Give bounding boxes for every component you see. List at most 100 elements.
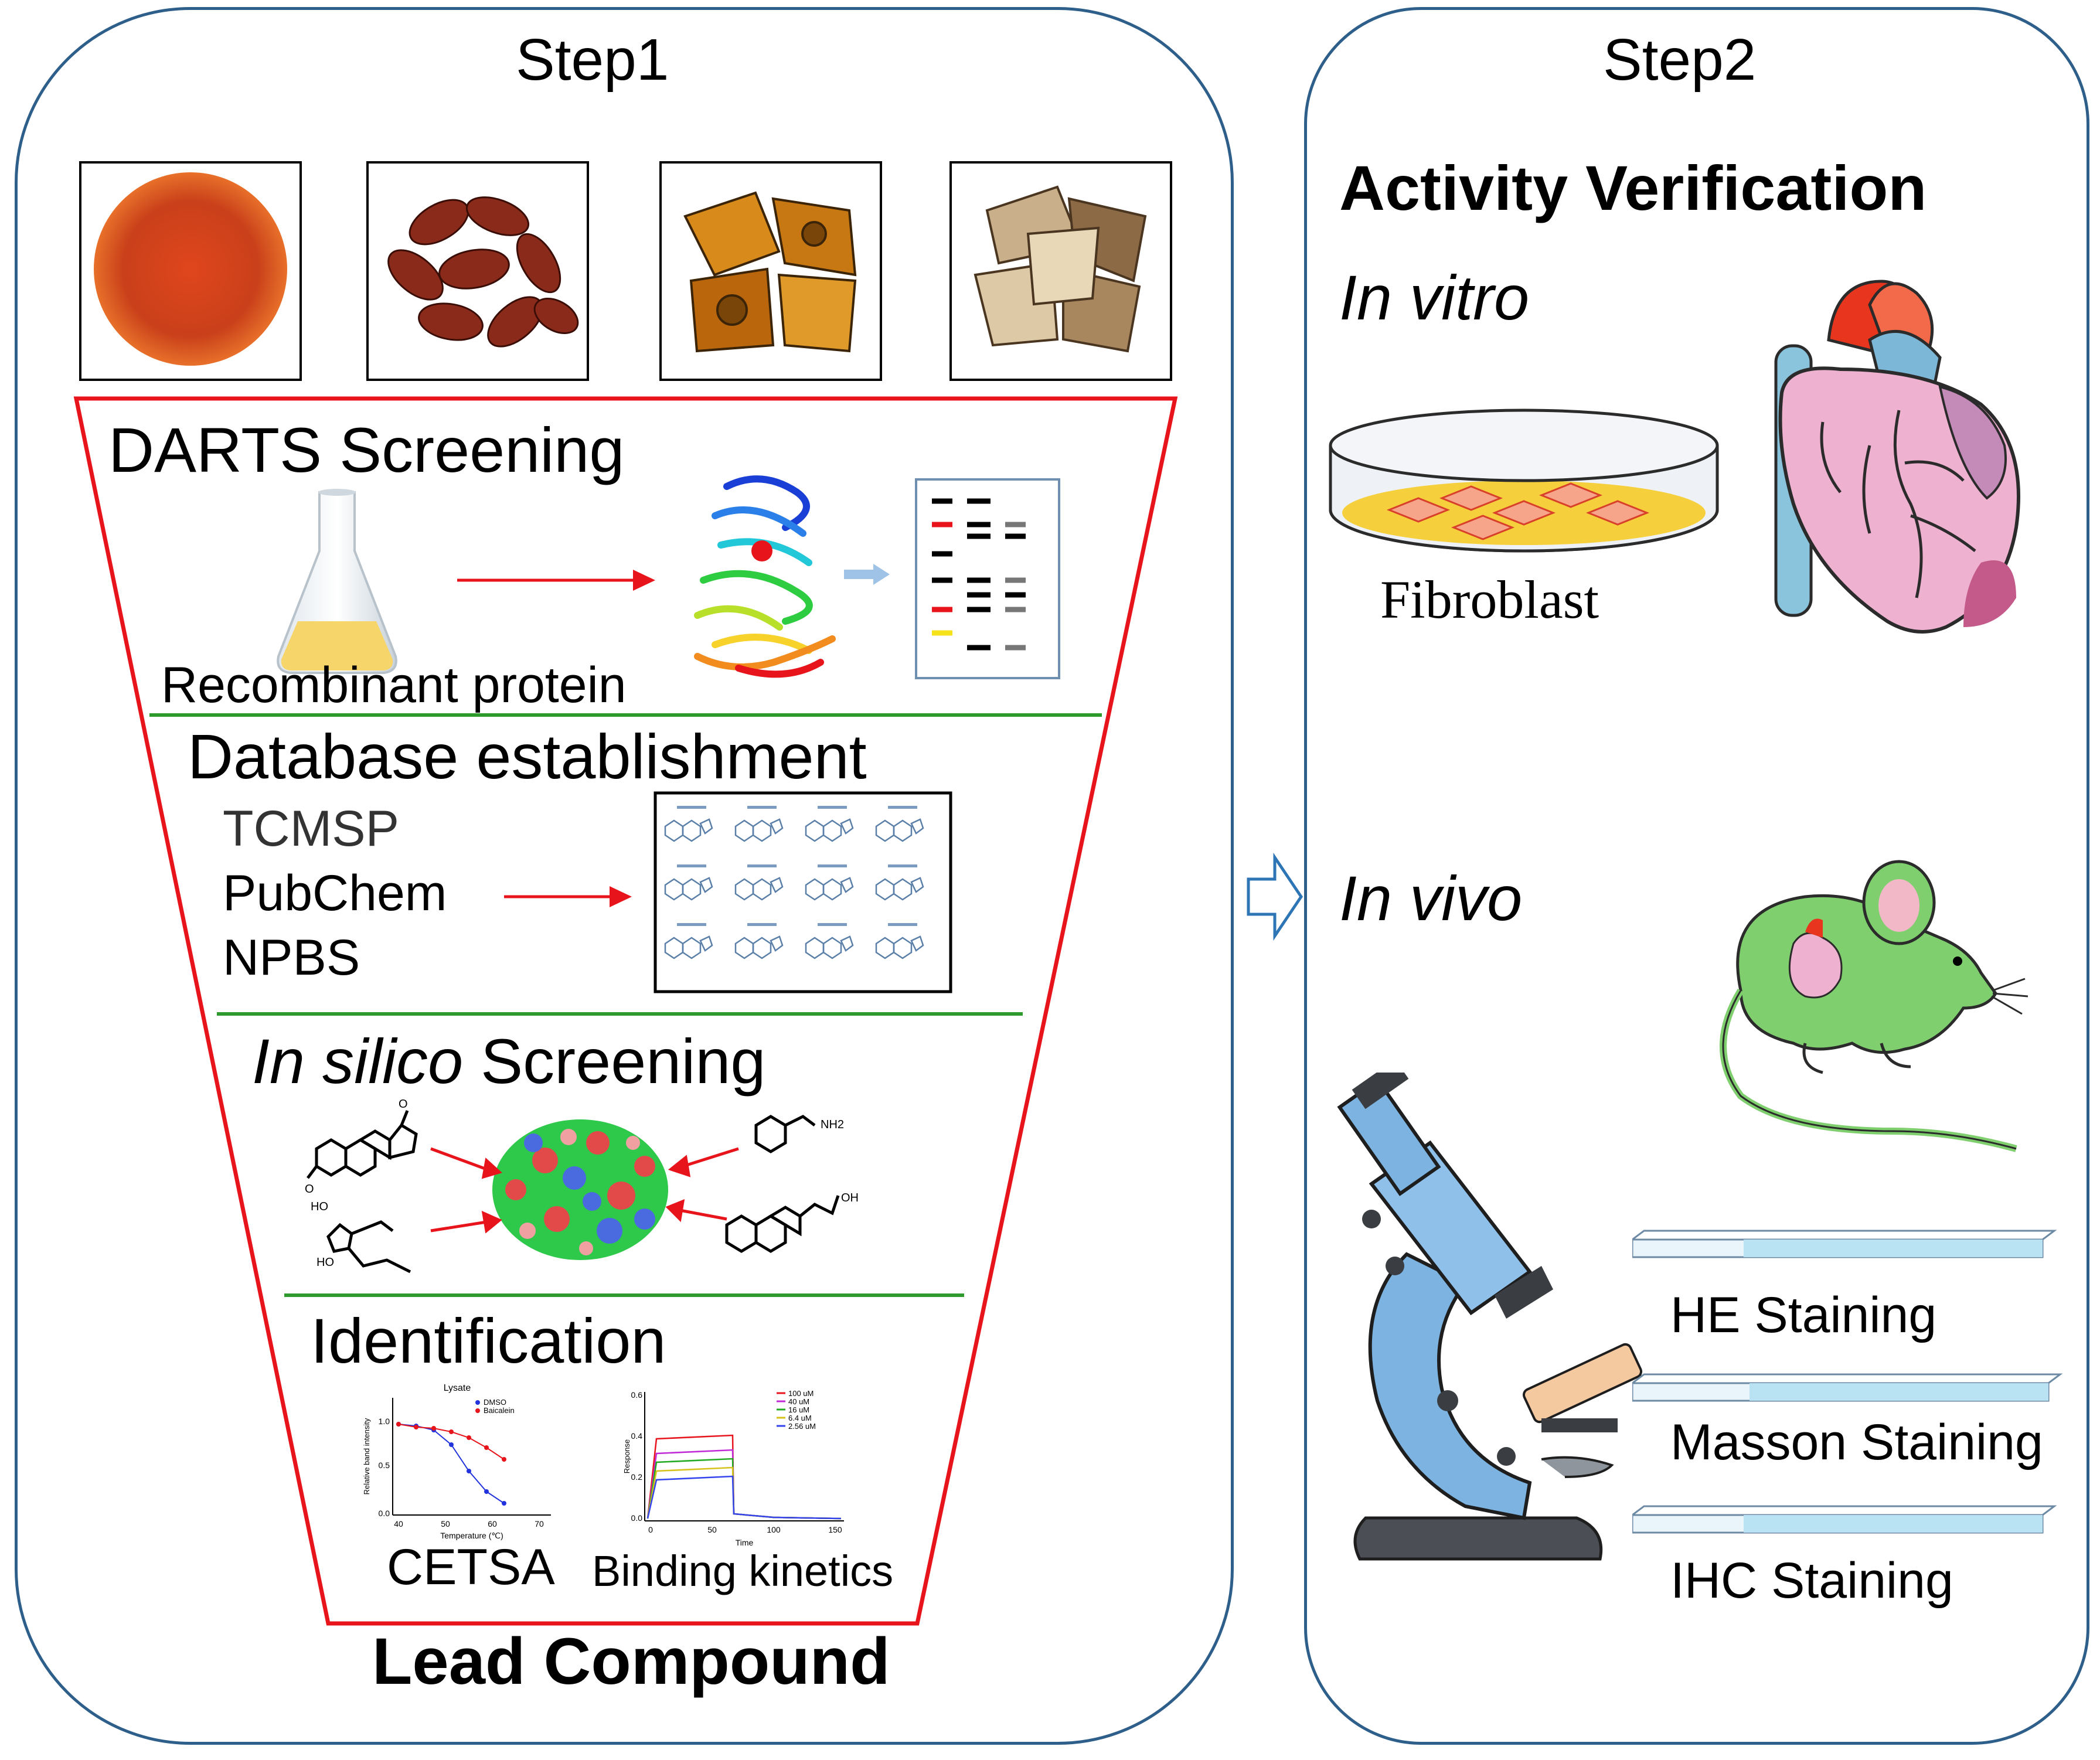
binding-y-label: Response <box>622 1439 631 1474</box>
cetsa-point <box>449 1442 454 1447</box>
database-source-pubchem: PubChem <box>223 865 447 921</box>
cetsa-x-tick: 60 <box>488 1519 497 1528</box>
staining-label-masson: Masson Staining <box>1670 1414 2043 1470</box>
cetsa-x-tick: 40 <box>394 1519 403 1528</box>
cetsa-point <box>502 1501 506 1506</box>
glass-slide-icon <box>1632 1373 2063 1402</box>
glass-slide-icon <box>1632 1505 2057 1534</box>
cetsa-point <box>484 1489 489 1494</box>
binding-series-line <box>646 1475 842 1520</box>
binding-y-tick: 0.2 <box>631 1472 643 1482</box>
cetsa-x-tick: 50 <box>441 1519 450 1528</box>
svg-text:O: O <box>399 1098 408 1111</box>
in-vitro-label: In vitro <box>1339 262 1530 333</box>
binding-series-line <box>646 1458 842 1520</box>
binding-legend-label: 100 uM <box>788 1389 814 1398</box>
petri-dish-icon <box>1329 408 1719 553</box>
cetsa-point <box>484 1445 489 1450</box>
cetsa-point <box>467 1469 471 1473</box>
cetsa-legend-marker <box>475 1400 480 1405</box>
fibroblast-label: Fibroblast <box>1380 570 1599 629</box>
binding-x-tick: 100 <box>767 1525 781 1534</box>
cetsa-point <box>449 1429 454 1434</box>
mouse-heart <box>1788 918 1843 999</box>
microscope-icon <box>1337 1073 1643 1561</box>
binding-x-tick: 50 <box>707 1525 717 1534</box>
identification-title: Identification <box>311 1305 666 1376</box>
binding-series-line <box>646 1434 842 1520</box>
lead-compound-label: Lead Compound <box>372 1625 890 1698</box>
cetsa-y-label: Relative band intensity <box>362 1418 371 1495</box>
herb-photo-dried-slices <box>949 161 1172 381</box>
flask-label: Recombinant protein <box>161 657 627 713</box>
protein-surface-icon <box>492 1119 668 1260</box>
cetsa-point <box>431 1426 436 1431</box>
binding-kinetics-label: Binding kinetics <box>592 1547 894 1595</box>
screening-funnel <box>73 396 1178 1626</box>
flask-icon <box>277 489 397 674</box>
activity-verification-heading: Activity Verification <box>1339 152 1927 223</box>
cetsa-y-tick: 0.5 <box>379 1461 390 1470</box>
database-source-npbs: NPBS <box>223 930 360 986</box>
cetsa-point <box>396 1422 401 1427</box>
herb-photo-gardenia <box>366 161 589 381</box>
cetsa-point <box>467 1435 471 1440</box>
heart-icon <box>1774 280 2020 634</box>
svg-text:O: O <box>305 1183 314 1196</box>
staining-label-ihc: IHC Staining <box>1670 1553 1953 1609</box>
svg-text:OH: OH <box>841 1192 859 1204</box>
database-source-tcmsp: TCMSP <box>223 801 399 857</box>
cetsa-y-tick: 0.0 <box>379 1509 390 1518</box>
herb-photo-rhubarb <box>659 161 882 381</box>
binding-legend-label: 6.4 uM <box>788 1414 812 1422</box>
flow-arrow-icon <box>1247 853 1303 941</box>
gel-blot-icon <box>915 478 1060 679</box>
staining-label-he: HE Staining <box>1670 1287 1937 1343</box>
binding-y-tick: 0.0 <box>631 1513 643 1523</box>
mouse-icon <box>1720 860 2028 1152</box>
svg-text:HO: HO <box>311 1200 328 1213</box>
protein-ribbon-icon <box>694 475 836 678</box>
binding-y-tick: 0.4 <box>631 1431 643 1441</box>
insilico-title: In silico Screening <box>252 1024 765 1098</box>
cetsa-x-label: Temperature (℃) <box>440 1531 503 1540</box>
herb-photo-safflower <box>79 161 302 381</box>
cetsa-point <box>502 1457 506 1462</box>
darts-title: DARTS Screening <box>108 414 625 485</box>
binding-series-line <box>646 1466 842 1520</box>
step1-panel <box>15 7 1234 1745</box>
blue-arrow <box>844 564 890 585</box>
cetsa-chart-title: Lysate <box>444 1383 471 1393</box>
cetsa-x-tick: 70 <box>535 1519 544 1528</box>
binding-x-tick: 150 <box>828 1525 842 1534</box>
binding-x-label: Time <box>736 1538 754 1547</box>
binding-y-tick: 0.6 <box>631 1390 643 1400</box>
cetsa-legend-marker <box>475 1408 480 1413</box>
svg-text:NH2: NH2 <box>821 1118 844 1131</box>
binding-x-tick: 0 <box>648 1525 653 1534</box>
cetsa-legend-label: DMSO <box>484 1398 506 1407</box>
glass-slide-icon <box>1632 1230 2057 1258</box>
insilico-title-rest: Screening <box>463 1026 766 1097</box>
binding-legend-label: 16 uM <box>788 1405 809 1414</box>
in-vivo-label: In vivo <box>1339 863 1523 934</box>
cetsa-point <box>414 1425 418 1429</box>
step1-title: Step1 <box>516 27 669 93</box>
red-arrow <box>504 886 632 907</box>
insilico-title-italic: In silico <box>252 1026 464 1097</box>
step2-panel <box>1304 7 2089 1745</box>
red-arrow <box>457 570 655 591</box>
step2-title: Step2 <box>1603 27 1757 93</box>
cetsa-legend-label: Baicalein <box>484 1406 515 1415</box>
molecule-grid-icon <box>654 791 952 993</box>
cetsa-y-tick: 1.0 <box>379 1417 390 1426</box>
binding-series-line <box>646 1449 842 1520</box>
svg-text:HO: HO <box>316 1256 334 1269</box>
binding-legend-label: 40 uM <box>788 1397 809 1406</box>
binding-legend-label: 2.56 uM <box>788 1422 816 1431</box>
cetsa-label: CETSA <box>387 1539 555 1595</box>
database-title: Database establishment <box>188 721 867 792</box>
